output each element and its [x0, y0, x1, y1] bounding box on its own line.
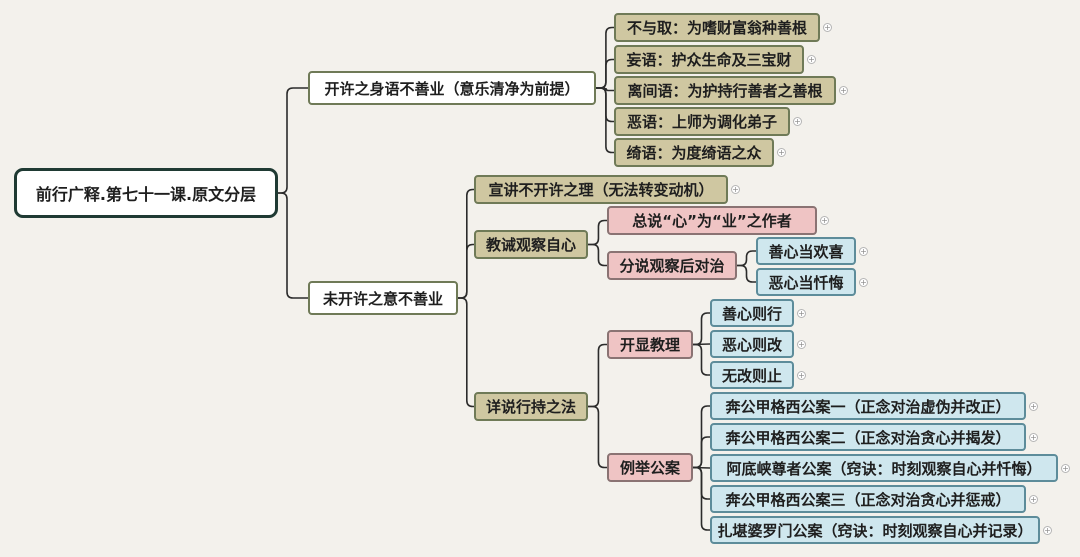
connector-node-detail-remedy — [588, 243, 607, 267]
expand-icon[interactable]: + — [797, 370, 806, 380]
connector-leaf-good-rejoice — [737, 250, 756, 267]
leaf-bad-repent[interactable]: 恶心当忏悔 — [756, 268, 856, 296]
expand-icon[interactable]: + — [793, 117, 802, 126]
connector-leaf-body-1 — [596, 26, 614, 89]
connector-branch-mind — [278, 192, 308, 299]
connector-node-observe-mind — [458, 243, 474, 299]
expand-icon[interactable]: + — [859, 246, 868, 256]
leaf-body-5[interactable]: 绮语：为度绮语之众 — [614, 138, 774, 167]
expand-icon[interactable]: + — [797, 308, 806, 318]
connector-leaf-body-3 — [596, 87, 614, 92]
node-general-mind-karma[interactable]: 总说“心”为“业”之作者 — [607, 206, 817, 235]
node-practice-method[interactable]: 详说行持之法 — [474, 392, 588, 421]
leaf-case-1[interactable]: 奔公甲格西公案一（正念对治虚伪并改正） — [710, 392, 1026, 420]
leaf-stop[interactable]: 无改则止 — [710, 361, 794, 389]
leaf-body-4[interactable]: 恶语：上师为调化弟子 — [614, 107, 790, 136]
node-observe-mind[interactable]: 教诫观察自心 — [474, 230, 588, 259]
expand-icon[interactable]: + — [1061, 463, 1070, 473]
leaf-body-3[interactable]: 离间语：为护持行善者之善根 — [614, 76, 836, 105]
expand-icon[interactable]: + — [1029, 401, 1038, 411]
expand-icon[interactable]: + — [1029, 432, 1038, 442]
expand-icon[interactable]: + — [823, 23, 832, 32]
leaf-good-act[interactable]: 善心则行 — [710, 299, 794, 327]
connector-leaf-good-act — [693, 312, 710, 346]
expand-icon[interactable]: + — [797, 339, 806, 349]
connector-leaf-case-3 — [692, 466, 711, 469]
leaf-case-5[interactable]: 扎堪婆罗门公案（窍诀：时刻观察自心并记录） — [710, 516, 1040, 544]
node-explain-reason[interactable]: 宣讲不开许之理（无法转变动机） — [474, 175, 728, 204]
node-detail-remedy[interactable]: 分说观察后对治 — [607, 251, 737, 280]
connector-leaf-bad-correct — [692, 343, 711, 346]
expand-icon[interactable]: + — [859, 277, 868, 287]
leaf-body-1[interactable]: 不与取：为嗜财富翁种善根 — [614, 13, 820, 42]
expand-icon[interactable]: + — [807, 55, 816, 64]
leaf-case-4[interactable]: 奔公甲格西公案三（正念对治贪心并惩戒） — [710, 485, 1026, 513]
leaf-bad-correct[interactable]: 恶心则改 — [710, 330, 794, 358]
connector-node-practice-method — [458, 297, 474, 408]
connector-leaf-case-4 — [693, 466, 710, 500]
connector-leaf-body-5 — [596, 87, 614, 154]
expand-icon[interactable]: + — [1043, 525, 1052, 535]
leaf-good-rejoice[interactable]: 善心当欢喜 — [756, 237, 856, 265]
expand-icon[interactable]: + — [1029, 494, 1038, 504]
connector-leaf-stop — [693, 343, 710, 376]
connector-node-general-mind-karma — [588, 219, 607, 246]
node-reveal-principle[interactable]: 开显教理 — [607, 330, 693, 359]
expand-icon[interactable]: + — [839, 86, 848, 95]
connector-node-reveal-principle — [588, 343, 607, 408]
connector-leaf-body-2 — [596, 58, 614, 89]
branch-body-speech[interactable]: 开许之身语不善业（意乐清净为前提） — [308, 71, 596, 105]
connector-node-cite-cases — [588, 405, 607, 469]
expand-icon[interactable]: + — [731, 185, 740, 194]
connector-leaf-case-1 — [693, 405, 710, 469]
leaf-body-2[interactable]: 妄语：护众生命及三宝财 — [614, 45, 804, 74]
branch-mind[interactable]: 未开许之意不善业 — [308, 281, 458, 315]
connector-leaf-body-4 — [596, 87, 614, 123]
connector-branch-body-speech — [278, 87, 308, 194]
leaf-case-3[interactable]: 阿底峡尊者公案（窍诀：时刻观察自心并忏悔） — [710, 454, 1058, 482]
node-cite-cases[interactable]: 例举公案 — [607, 453, 693, 482]
leaf-case-2[interactable]: 奔公甲格西公案二（正念对治贪心并揭发） — [710, 423, 1026, 451]
expand-icon[interactable]: + — [777, 148, 786, 157]
connector-leaf-case-5 — [693, 466, 710, 531]
root-node[interactable]: 前行广释.第七十一课.原文分层 — [14, 168, 278, 218]
connector-leaf-bad-repent — [737, 264, 756, 283]
expand-icon[interactable]: + — [820, 216, 829, 225]
connector-leaf-case-2 — [693, 436, 710, 469]
connector-node-explain-reason — [458, 188, 474, 299]
